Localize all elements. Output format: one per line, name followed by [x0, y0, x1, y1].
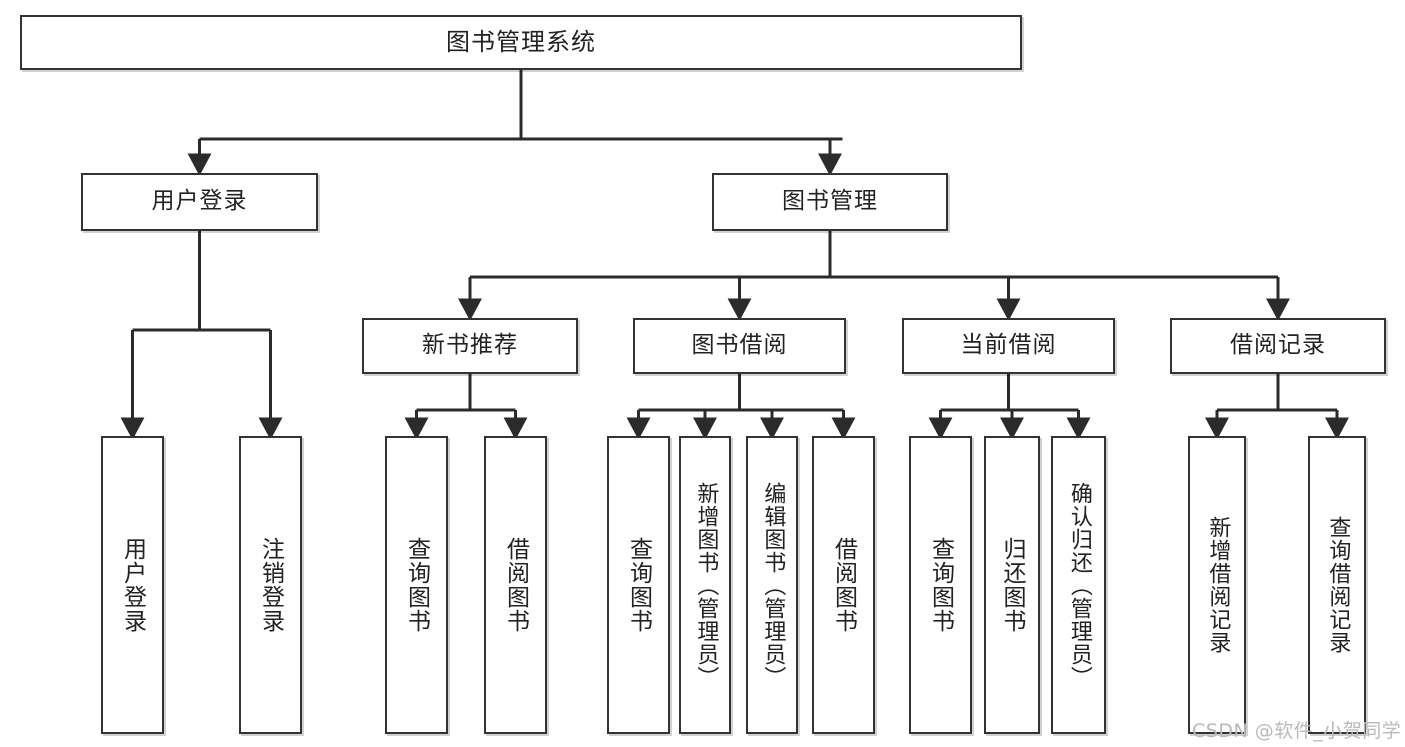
node-leaf-confirm-return[interactable]: 确认归还（管理员） — [1051, 436, 1106, 734]
node-leaf-return-book[interactable]: 归还图书 — [984, 436, 1040, 734]
node-leaf-logout[interactable]: 注销登录 — [239, 436, 302, 734]
node-new-book-rec-label: 新书推荐 — [422, 332, 518, 359]
node-leaf-add-record-label: 新增借阅记录 — [1205, 516, 1231, 654]
node-leaf-confirm-return-label: 确认归还（管理员） — [1066, 481, 1092, 689]
node-leaf-logout-label: 注销登录 — [257, 537, 284, 633]
node-leaf-query-record-label: 查询借阅记录 — [1325, 516, 1351, 654]
node-current-borrow[interactable]: 当前借阅 — [902, 318, 1115, 374]
node-leaf-query-book-2-label: 查询图书 — [625, 537, 652, 633]
node-leaf-user-login-label: 用户登录 — [119, 537, 146, 633]
node-leaf-add-book[interactable]: 新增图书（管理员） — [679, 436, 731, 734]
node-user-login-label: 用户登录 — [151, 188, 248, 215]
node-leaf-borrow-book-2-label: 借阅图书 — [830, 537, 857, 633]
node-borrow-record-label: 借阅记录 — [1230, 332, 1326, 359]
node-leaf-edit-book-label: 编辑图书（管理员） — [760, 481, 786, 689]
node-user-login[interactable]: 用户登录 — [81, 173, 318, 231]
node-current-borrow-label: 当前借阅 — [960, 332, 1057, 359]
node-leaf-edit-book[interactable]: 编辑图书（管理员） — [746, 436, 798, 734]
node-leaf-return-book-label: 归还图书 — [999, 537, 1026, 633]
node-new-book-rec[interactable]: 新书推荐 — [362, 318, 578, 374]
node-leaf-borrow-book-2[interactable]: 借阅图书 — [812, 436, 875, 734]
node-leaf-add-record[interactable]: 新增借阅记录 — [1188, 436, 1246, 734]
node-book-manage[interactable]: 图书管理 — [712, 173, 948, 231]
node-book-borrow[interactable]: 图书借阅 — [633, 318, 846, 374]
node-root-label: 图书管理系统 — [446, 28, 596, 57]
node-leaf-query-book-1-label: 查询图书 — [403, 537, 430, 633]
node-root[interactable]: 图书管理系统 — [20, 15, 1022, 70]
csdn-watermark: CSDN @软件_小贺同学 — [1192, 720, 1402, 742]
node-leaf-query-record[interactable]: 查询借阅记录 — [1308, 436, 1366, 734]
node-leaf-query-book-2[interactable]: 查询图书 — [607, 436, 670, 734]
node-book-manage-label: 图书管理 — [782, 188, 878, 215]
node-book-borrow-label: 图书借阅 — [691, 332, 788, 359]
node-borrow-record[interactable]: 借阅记录 — [1170, 318, 1386, 374]
node-leaf-query-book-1[interactable]: 查询图书 — [385, 436, 448, 734]
node-leaf-query-book-3-label: 查询图书 — [927, 537, 954, 633]
node-leaf-query-book-3[interactable]: 查询图书 — [909, 436, 972, 734]
node-leaf-borrow-book-1[interactable]: 借阅图书 — [484, 436, 547, 734]
node-leaf-add-book-label: 新增图书（管理员） — [693, 481, 719, 689]
node-leaf-user-login[interactable]: 用户登录 — [101, 436, 164, 734]
node-leaf-borrow-book-1-label: 借阅图书 — [502, 537, 529, 633]
